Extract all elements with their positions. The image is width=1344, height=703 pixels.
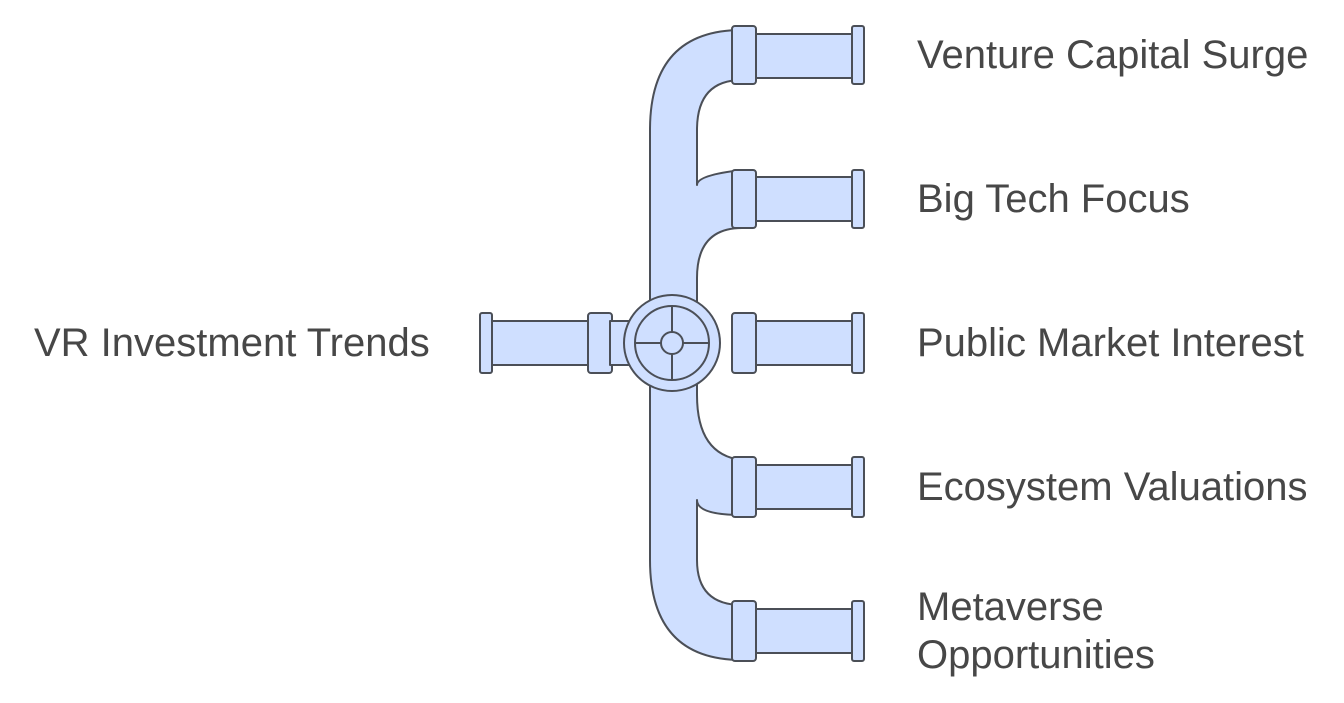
output-label-metaverse: Metaverse Opportunities (917, 585, 1155, 677)
output-label-venture-capital: Venture Capital Surge (917, 33, 1309, 77)
valve-icon (623, 294, 721, 392)
output-label-public-market: Public Market Interest (917, 321, 1304, 365)
branch-pipe-2 (731, 169, 865, 229)
branch-pipe-5 (731, 600, 865, 662)
input-pipe (479, 312, 651, 374)
output-label-ecosystem: Ecosystem Valuations (917, 465, 1308, 509)
branch-pipe-1 (731, 25, 865, 85)
source-label: VR Investment Trends (34, 321, 430, 365)
branch-pipe-4 (731, 456, 865, 518)
branch-pipe-3 (731, 312, 865, 374)
output-label-big-tech: Big Tech Focus (917, 177, 1190, 221)
